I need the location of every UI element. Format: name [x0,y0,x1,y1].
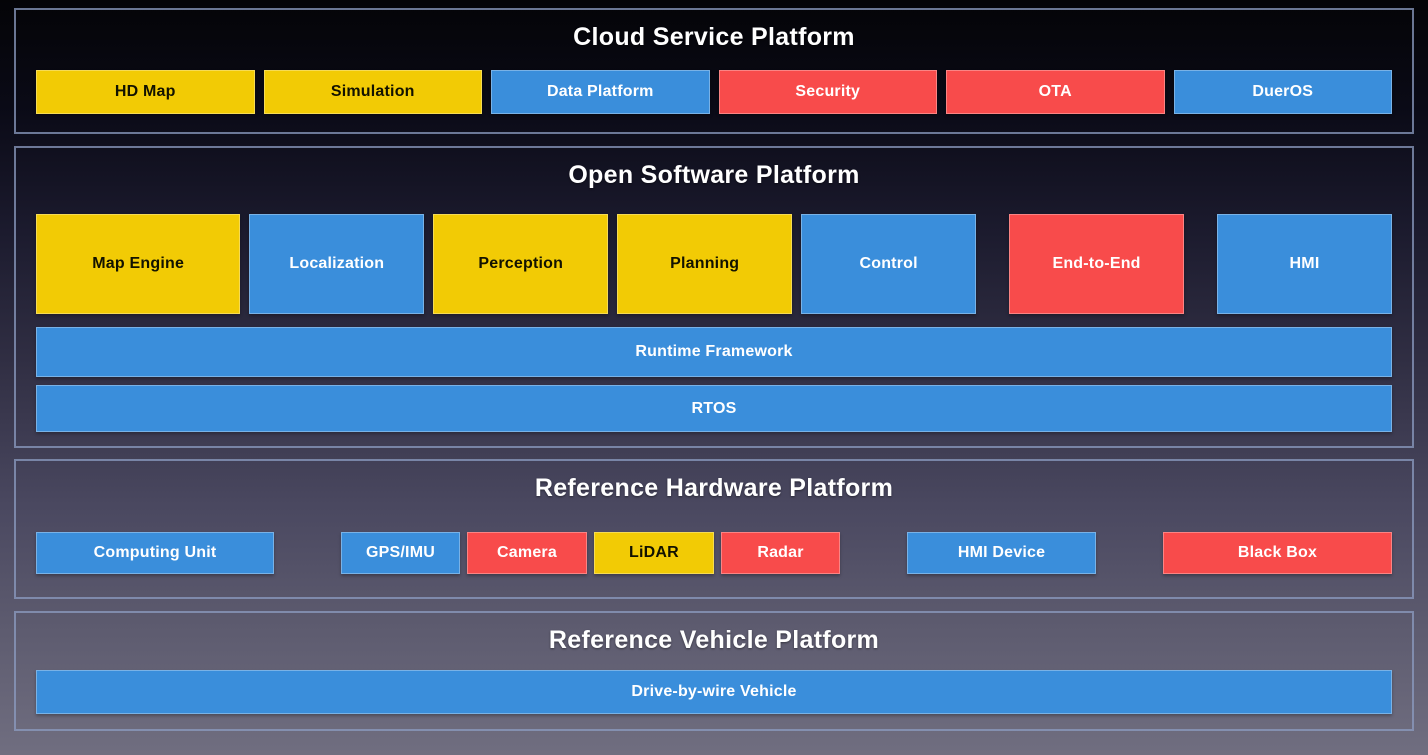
box-map-engine: Map Engine [36,214,241,314]
hardware-boxes-row: Computing Unit GPS/IMU Camera LiDAR Rada… [36,532,1392,574]
box-hd-map: HD Map [36,70,255,114]
box-camera: Camera [467,532,587,574]
vehicle-section-title: Reference Vehicle Platform [548,626,880,654]
box-end-to-end: End-to-End [1009,214,1185,314]
bar-rtos: RTOS [36,385,1392,432]
box-perception: Perception [433,214,609,314]
box-localization: Localization [249,214,425,314]
box-hmi: HMI [1217,214,1392,314]
bar-drive-by-wire-vehicle: Drive-by-wire Vehicle [36,670,1392,714]
cloud-boxes-row: HD Map Simulation Data Platform Security… [36,70,1392,114]
box-computing-unit: Computing Unit [36,532,274,574]
box-data-platform: Data Platform [491,70,710,114]
reference-hardware-platform-section: Reference Hardware Platform Computing Un… [14,459,1414,599]
hardware-section-title: Reference Hardware Platform [534,474,894,502]
bar-runtime-framework: Runtime Framework [36,327,1392,377]
box-simulation: Simulation [263,70,482,114]
box-black-box: Black Box [1163,532,1392,574]
box-radar: Radar [721,532,840,574]
box-hmi-device: HMI Device [907,532,1096,574]
reference-vehicle-platform-section: Reference Vehicle Platform Drive-by-wire… [14,611,1414,731]
box-planning: Planning [617,214,793,314]
cloud-section-title: Cloud Service Platform [573,23,855,51]
box-dueros: DuerOS [1173,70,1392,114]
box-control: Control [801,214,977,314]
box-lidar: LiDAR [594,532,714,574]
cloud-service-platform-section: Cloud Service Platform HD Map Simulation… [14,8,1414,134]
box-security: Security [718,70,937,114]
software-section-title: Open Software Platform [568,161,860,189]
software-boxes-row: Map Engine Localization Perception Plann… [36,214,1392,314]
sensor-group: GPS/IMU Camera LiDAR Radar [341,532,840,574]
box-gps-imu: GPS/IMU [341,532,460,574]
box-ota: OTA [946,70,1165,114]
open-software-platform-section: Open Software Platform Map Engine Locali… [14,146,1414,448]
